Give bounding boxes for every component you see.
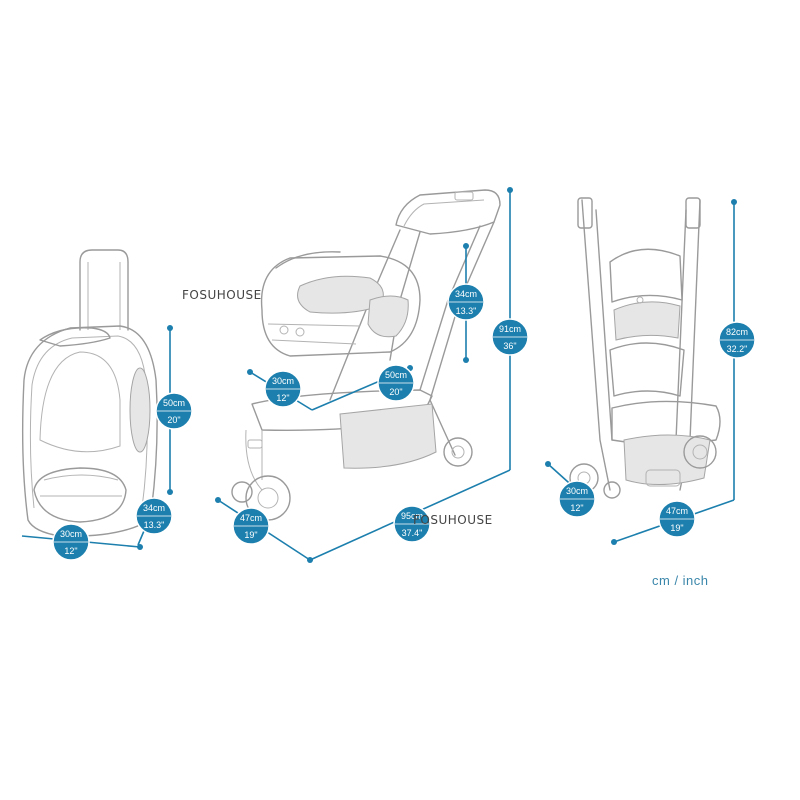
badge-metric: 30cm — [566, 486, 588, 496]
badge-metric: 82cm — [726, 327, 748, 337]
badge-imperial: 12" — [276, 393, 289, 403]
badge-metric: 50cm — [163, 398, 185, 408]
watermark-text: FOSUHOUSE — [182, 288, 262, 302]
badge-metric: 34cm — [455, 289, 477, 299]
badge-metric: 95cm — [401, 511, 423, 521]
badge-imperial: 20" — [167, 415, 180, 425]
badge-imperial: 20" — [389, 387, 402, 397]
badge-backpack-width: 30cm 12" — [52, 523, 90, 561]
badge-frame-width: 47cm 19" — [658, 500, 696, 538]
badge-metric: 30cm — [60, 529, 82, 539]
badge-carrier-length: 50cm 20" — [377, 364, 415, 402]
badge-imperial: 36" — [503, 341, 516, 351]
badge-stroller-length: 95cm 37.4" — [393, 505, 431, 543]
badge-imperial: 19" — [244, 530, 257, 540]
badge-imperial: 13.3" — [456, 306, 477, 316]
badge-metric: 34cm — [143, 503, 165, 513]
stroller-dimension-lines — [215, 187, 513, 563]
badge-stroller-width: 47cm 19" — [232, 507, 270, 545]
badge-frame-height: 82cm 32.2" — [718, 321, 756, 359]
badge-imperial: 12" — [64, 546, 77, 556]
badge-imperial: 19" — [670, 523, 683, 533]
badge-metric: 50cm — [385, 370, 407, 380]
badge-carrier-width: 30cm 12" — [264, 370, 302, 408]
badge-stroller-height: 91cm 36" — [491, 318, 529, 356]
badge-imperial: 37.4" — [402, 528, 423, 538]
badge-metric: 30cm — [272, 376, 294, 386]
badge-metric: 47cm — [666, 506, 688, 516]
badge-frame-depth: 30cm 12" — [558, 480, 596, 518]
badge-imperial: 13.3" — [144, 520, 165, 530]
stroller-frame-sketch — [569, 197, 721, 499]
badge-imperial: 12" — [570, 503, 583, 513]
badge-metric: 91cm — [499, 324, 521, 334]
stroller-assembled-sketch — [231, 189, 501, 521]
backpack-carrier-sketch — [21, 249, 158, 537]
badge-imperial: 32.2" — [727, 344, 748, 354]
badge-backpack-depth: 34cm 13.3" — [135, 497, 173, 535]
watermark-text: FOSUHOUSE — [413, 513, 493, 527]
badge-backpack-height: 50cm 20" — [155, 392, 193, 430]
badge-carrier-height: 34cm 13.3" — [447, 283, 485, 321]
badge-metric: 47cm — [240, 513, 262, 523]
unit-legend: cm / inch — [652, 573, 709, 588]
